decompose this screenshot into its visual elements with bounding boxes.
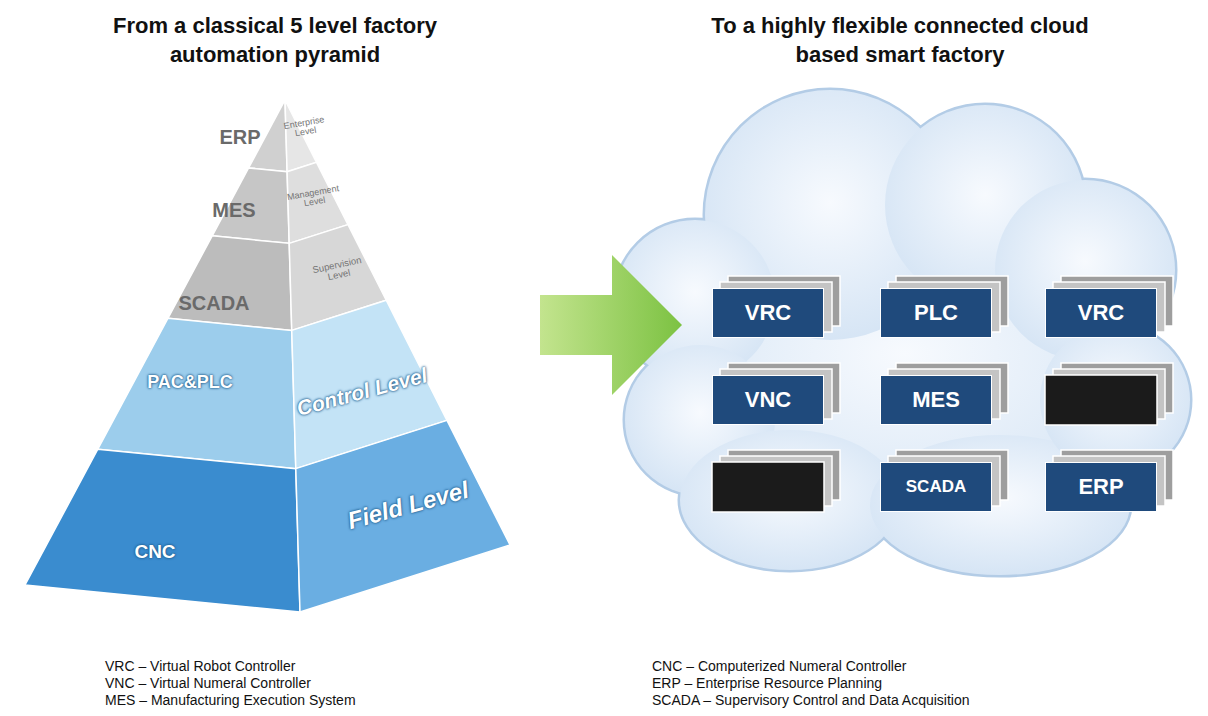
pyramid-level: ERPEnterprise Level [216, 97, 336, 175]
empty-box [712, 462, 824, 512]
level-abbreviation: MES [212, 200, 255, 221]
box-label: VNC [745, 387, 791, 413]
controller-box: ERP [1045, 462, 1157, 512]
empty-box [1045, 375, 1157, 425]
heading: From a classical 5 level factory automat… [110, 12, 440, 69]
heading: To a highly flexible connected cloud bas… [690, 12, 1110, 69]
cloud-fill [615, 90, 1190, 575]
level-abbreviation: ERP [219, 127, 260, 148]
level-abbreviation: PAC&PLC [147, 373, 233, 392]
abbreviation-note: MES – Manufacturing Execution System [105, 692, 356, 708]
controller-box: VNC [712, 375, 824, 425]
level-abbreviation: CNC [134, 542, 175, 562]
box-label: ERP [1078, 474, 1123, 500]
abbreviation-note: SCADA – Supervisory Control and Data Acq… [652, 692, 970, 708]
controller-box: SCADA [880, 462, 992, 512]
abbreviation-note: CNC – Computerized Numeral Controller [652, 658, 906, 674]
level-left-face [212, 168, 289, 243]
box-label: VRC [1078, 300, 1124, 326]
transition-arrow [540, 255, 682, 395]
pyramid-level: CNCField Level [22, 417, 513, 615]
box-label: SCADA [906, 477, 966, 497]
box-label: VRC [745, 300, 791, 326]
level-abbreviation: SCADA [178, 293, 249, 314]
level-left-face [25, 449, 300, 612]
box-label: MES [912, 387, 960, 413]
box-label: PLC [914, 300, 958, 326]
level-right-face [296, 420, 510, 612]
level-shape [22, 417, 513, 615]
controller-box: VRC [1045, 288, 1157, 338]
controller-box: MES [880, 375, 992, 425]
cloud-outline [615, 90, 1190, 575]
abbreviation-note: ERP – Enterprise Resource Planning [652, 675, 882, 691]
level-left-face [168, 236, 292, 331]
controller-box: PLC [880, 288, 992, 338]
abbreviation-note: VRC – Virtual Robot Controller [105, 658, 295, 674]
box-stacks [712, 276, 1173, 512]
controller-box: VRC [712, 288, 824, 338]
abbreviation-note: VNC – Virtual Numeral Controller [105, 675, 311, 691]
level-left-face [98, 318, 296, 468]
